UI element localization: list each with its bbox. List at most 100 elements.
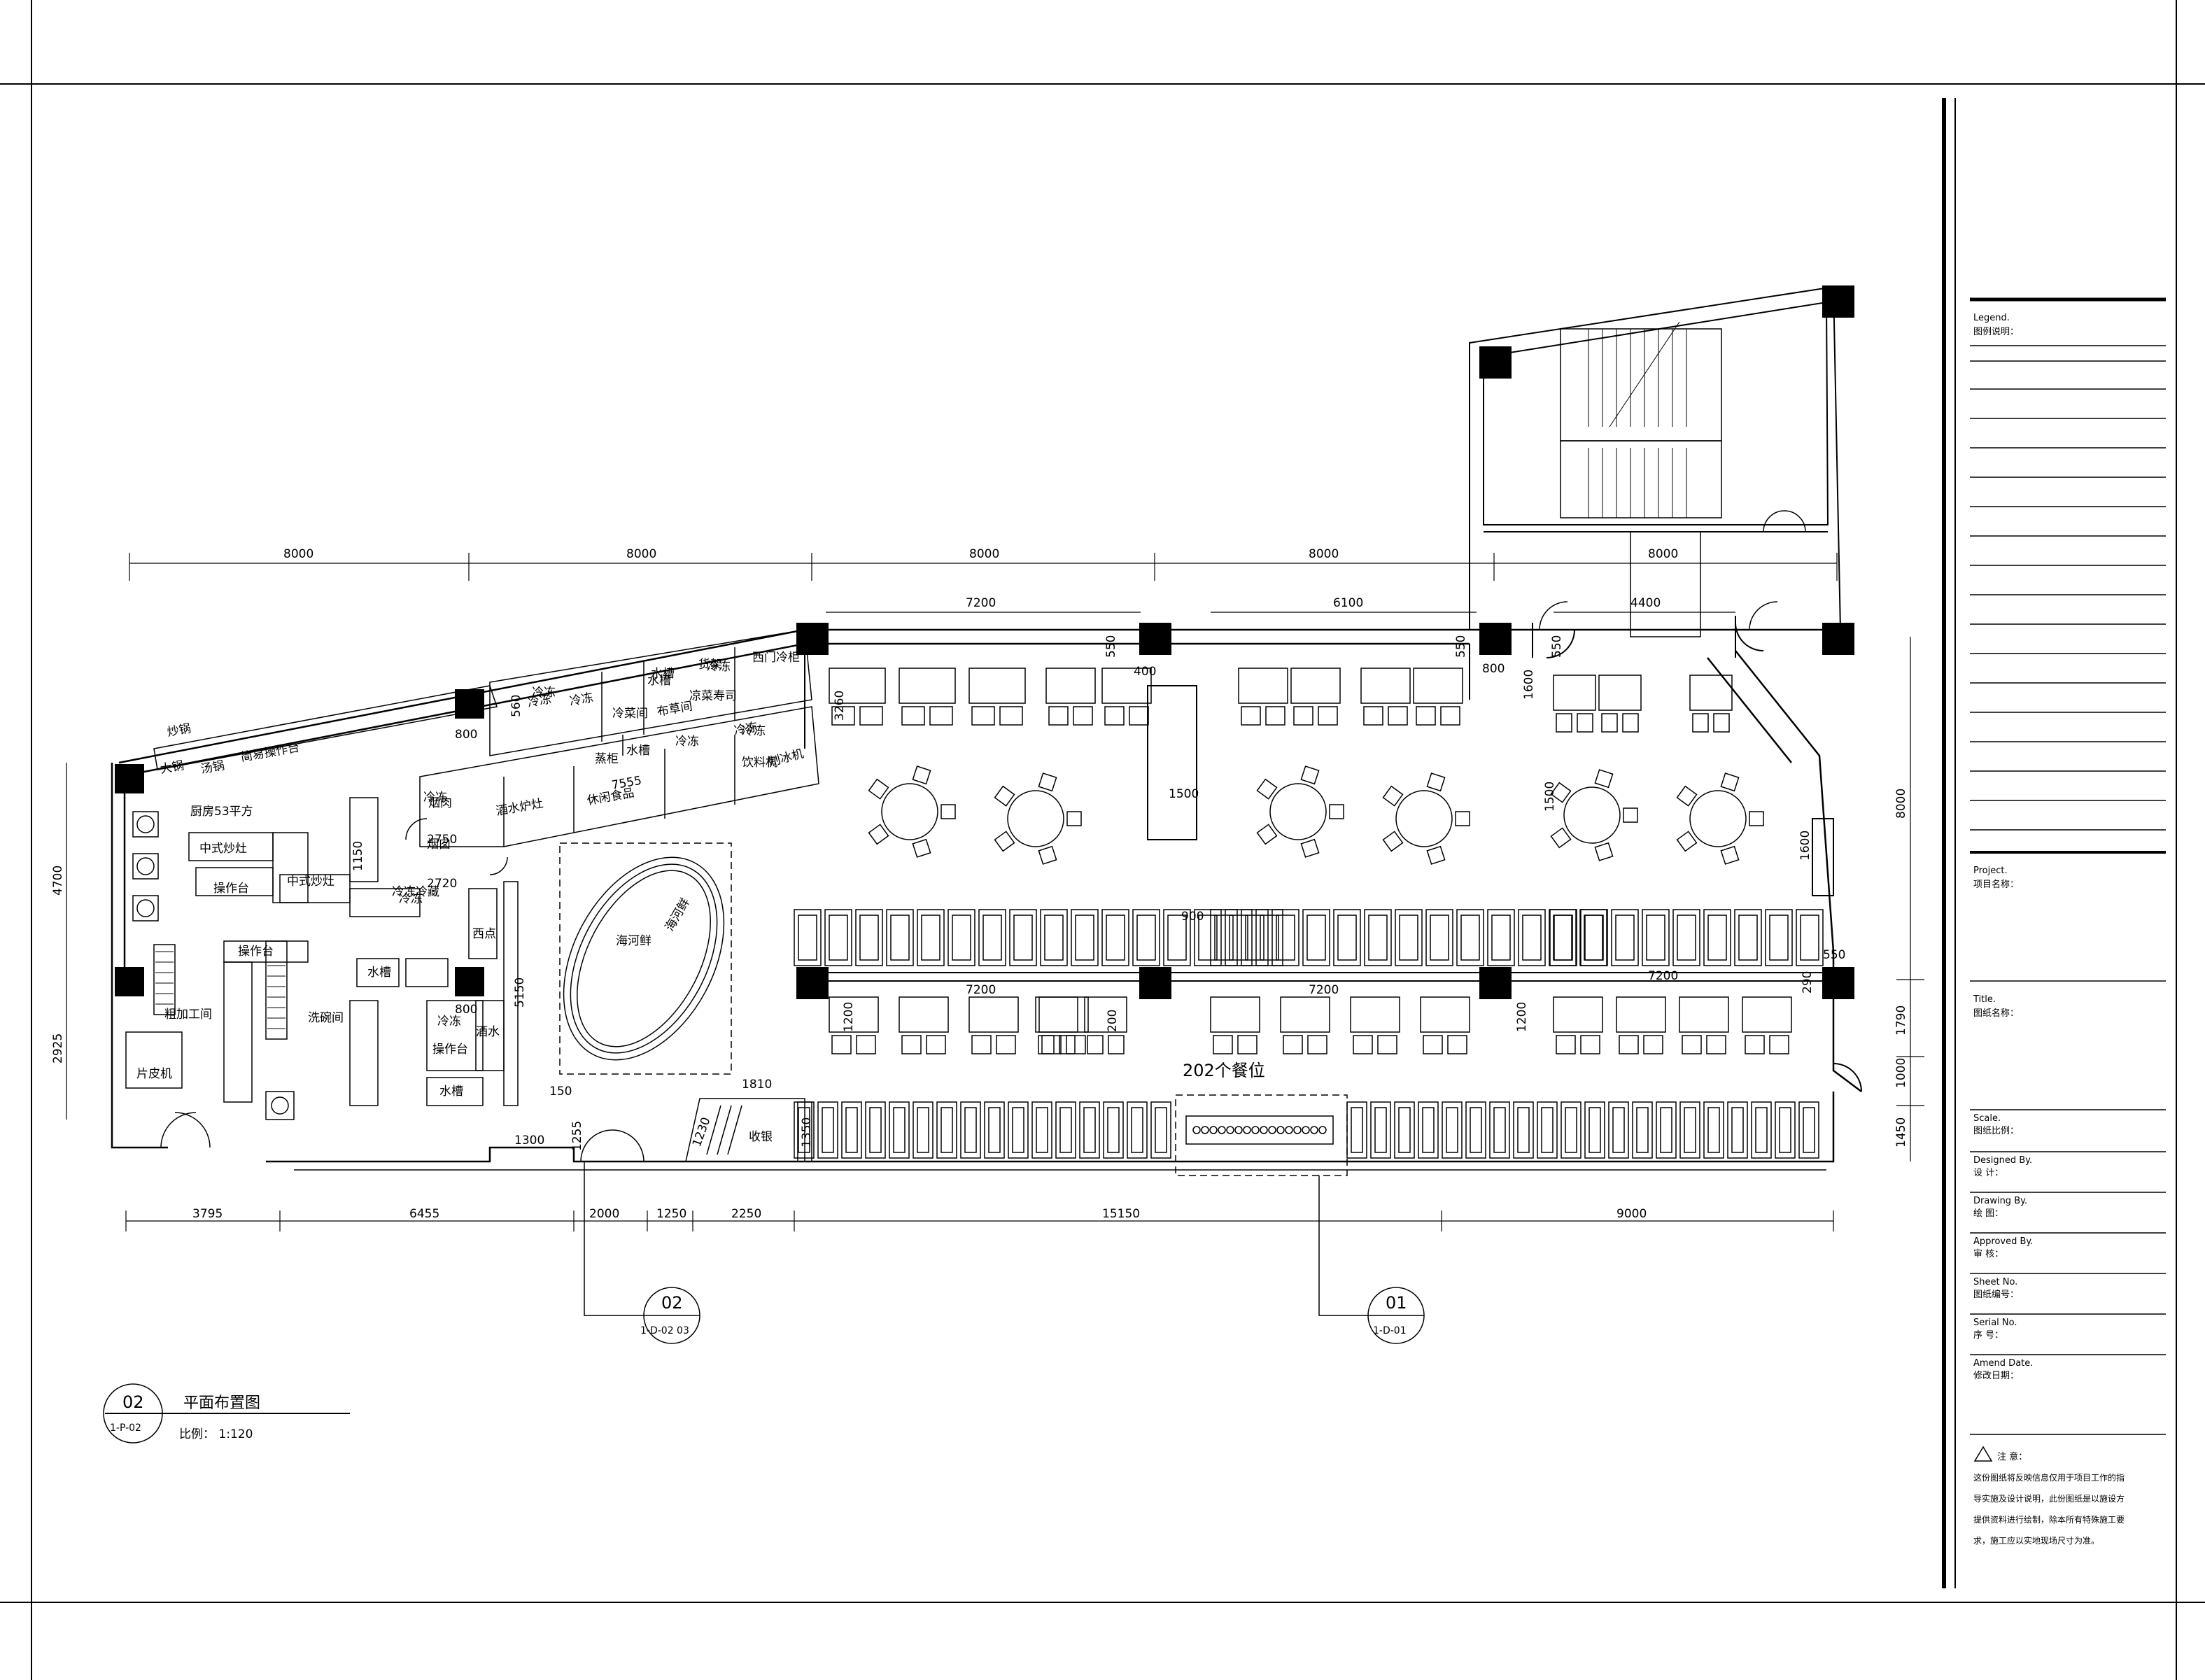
dining-chair: [1601, 713, 1618, 733]
dining-chair: [1377, 1035, 1397, 1054]
booth-seat: [1271, 909, 1299, 966]
booth-table: [1493, 1107, 1506, 1153]
booth-seat: [1703, 1101, 1724, 1159]
booth-seat: [1611, 909, 1639, 966]
room-label: 操作台: [432, 1043, 468, 1057]
dining-chair: [1440, 706, 1460, 726]
dining-table: [1616, 996, 1666, 1033]
round-chair: [1426, 772, 1446, 792]
booth-seat: [1456, 909, 1484, 966]
booth-table: [1460, 915, 1480, 961]
dining-chair: [831, 706, 855, 726]
booth-table: [1214, 915, 1234, 961]
dim-mid-3: 7200: [1648, 969, 1678, 983]
booth-table: [1738, 915, 1758, 961]
booth-table: [1636, 1107, 1649, 1153]
room-label: 操作台: [213, 882, 249, 896]
room-label: 中式炒灶: [287, 875, 334, 889]
project-en: Project.: [1973, 866, 2008, 876]
round-chair: [1300, 838, 1320, 858]
room-label: 休闲食品: [586, 786, 635, 808]
dim-misc-25: 1200: [1515, 1002, 1529, 1032]
booth-table: [1430, 915, 1449, 961]
booth-table: [964, 1107, 977, 1153]
designed-cn: 设 计：: [1973, 1168, 2003, 1178]
room-label: 冷菜间: [612, 707, 648, 721]
dining-table: [829, 996, 879, 1033]
dining-chair: [1745, 1035, 1765, 1054]
bar-stool: [1310, 1126, 1318, 1134]
dining-chair: [1283, 1035, 1303, 1054]
booth-seat: [865, 1101, 886, 1159]
bar-stool: [1285, 1126, 1293, 1134]
booth-seat: [1008, 1101, 1029, 1159]
room-label: 操作台: [238, 945, 274, 959]
dining-chair: [1556, 1035, 1576, 1054]
booth-table: [798, 1107, 810, 1153]
booth-seat: [960, 1101, 981, 1159]
round-chair: [868, 824, 889, 845]
booth-seat: [1418, 1101, 1439, 1159]
dim-bottom-4: 1250: [656, 1207, 686, 1221]
booth-seat: [1346, 1101, 1367, 1159]
booth-seat: [1608, 1101, 1629, 1159]
room-label: 海河鲜: [616, 934, 651, 948]
room-label: 片皮机: [136, 1067, 172, 1081]
room-label: 西点: [472, 927, 496, 941]
bar-stool: [1293, 1126, 1302, 1134]
booth-table: [1491, 915, 1511, 961]
room-label: 货架: [698, 658, 722, 672]
bar-stool: [1234, 1126, 1243, 1134]
dining-table: [1553, 996, 1603, 1033]
round-chair: [1256, 778, 1278, 800]
booth-seat: [855, 909, 883, 966]
serial-en: Serial No.: [1973, 1318, 2017, 1328]
booth-table: [890, 915, 910, 961]
room-label: 厨房53平方: [190, 805, 253, 819]
scale-cn: 图纸比例：: [1973, 1126, 2019, 1136]
room-label: 烟囱: [427, 838, 451, 852]
dining-table: [829, 668, 886, 704]
booth-table: [798, 915, 817, 961]
callout-01-ref: 1-D-01: [1373, 1325, 1407, 1336]
round-chair: [1038, 772, 1057, 792]
room-label: 酒水: [476, 1025, 500, 1039]
dim-bottom-1: 3795: [192, 1207, 223, 1221]
booth-table: [1276, 915, 1295, 961]
dim-misc-15: 800: [455, 728, 477, 742]
booth-seat: [1370, 1101, 1391, 1159]
round-chair: [1550, 827, 1572, 849]
dim-left-1: 4700: [51, 866, 65, 896]
booth-table: [1368, 915, 1388, 961]
dim-sub-1: 7200: [966, 596, 996, 610]
booth-seat: [1055, 1101, 1076, 1159]
booth-table: [1731, 1107, 1744, 1153]
round-chair: [1426, 845, 1446, 865]
bar-stool: [1302, 1126, 1310, 1134]
room-label: 凉菜寿司: [689, 689, 737, 703]
dim-right-3: 1000: [1894, 1058, 1908, 1088]
exterior-walls: [111, 628, 1862, 1171]
dining-chair: [1073, 706, 1093, 726]
round-chair: [1256, 824, 1278, 845]
booth-table: [1107, 1107, 1120, 1153]
booth-table: [941, 1107, 953, 1153]
booth-table: [1245, 915, 1264, 961]
dining-table: [1553, 675, 1596, 711]
serial-cn: 序 号：: [1973, 1330, 2003, 1341]
dim-right-4: 1450: [1894, 1117, 1908, 1148]
room-label: 水槽: [439, 1085, 463, 1099]
bar-counter: [1175, 1094, 1348, 1176]
booth-seat: [1127, 1101, 1148, 1159]
booth-table: [1800, 915, 1819, 961]
booth-seat: [1465, 1101, 1486, 1159]
booth-table: [1106, 915, 1125, 961]
dim-misc-18: 900: [1181, 910, 1204, 924]
room-label: 中式炒灶: [199, 842, 247, 856]
dining-table: [1280, 996, 1330, 1033]
booth-seat: [913, 1101, 934, 1159]
booth-table: [1136, 915, 1156, 961]
booth-table: [1470, 1107, 1482, 1153]
room-label: 饮料机: [742, 756, 777, 770]
round-chair: [1623, 807, 1638, 823]
